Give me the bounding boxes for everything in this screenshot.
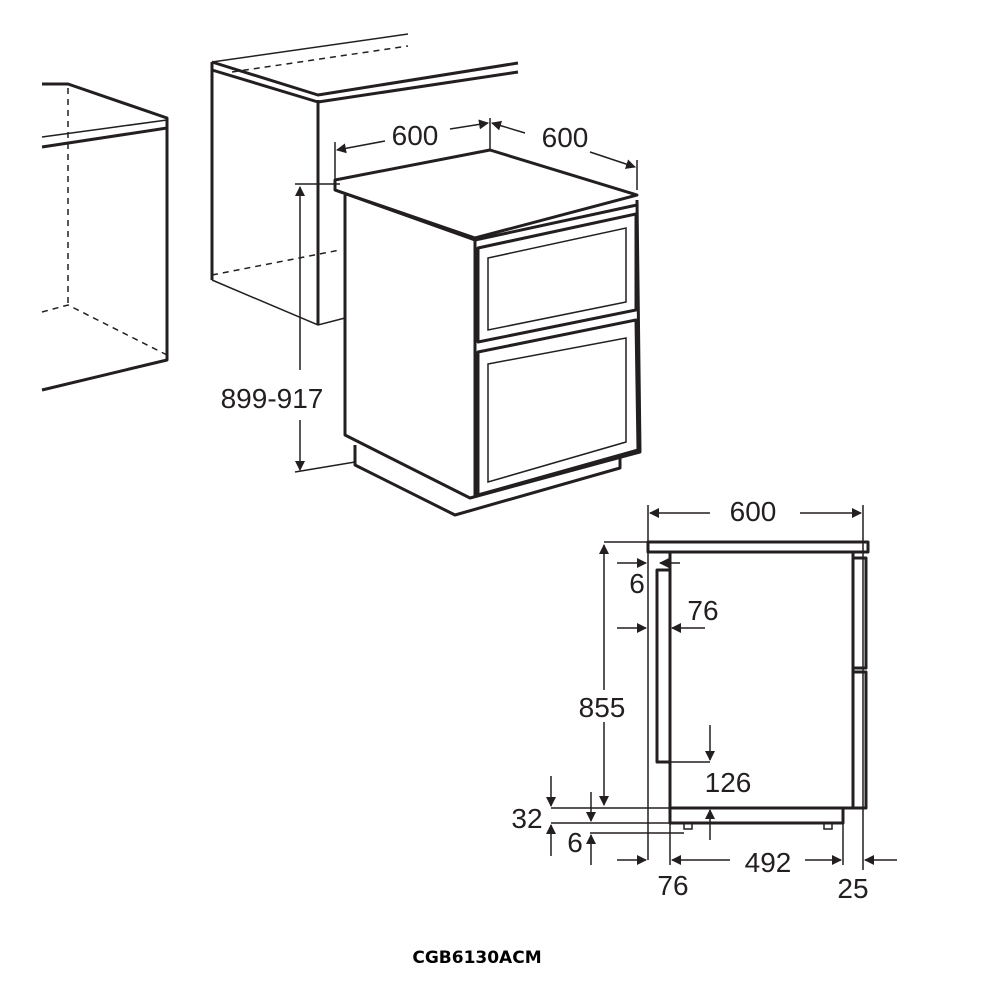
dim-6-top: 6 [629, 568, 645, 599]
dim-855: 855 [579, 692, 626, 723]
dim-25: 25 [837, 873, 868, 904]
side-view-dimensions: 600 855 6 76 126 32 6 76 492 25 [511, 496, 897, 904]
dim-32: 32 [511, 803, 542, 834]
right-cabinet [210, 33, 519, 326]
cooker-side-view [646, 540, 870, 830]
dim-76-top: 76 [687, 595, 718, 626]
depth-dimension: 600 [542, 122, 589, 153]
model-name: CGB6130ACM [412, 948, 541, 968]
cooker-perspective [333, 148, 642, 517]
dim-76-bottom: 76 [657, 870, 688, 901]
perspective-dimensions: 600 600 899-917 [221, 118, 638, 473]
width-dimension: 600 [392, 120, 439, 151]
dim-492: 492 [745, 847, 792, 878]
dim-600: 600 [730, 496, 777, 527]
height-dimension: 899-917 [221, 383, 324, 414]
left-cabinet [41, 82, 169, 392]
dim-6-bottom: 6 [567, 827, 583, 858]
dim-126: 126 [705, 767, 752, 798]
